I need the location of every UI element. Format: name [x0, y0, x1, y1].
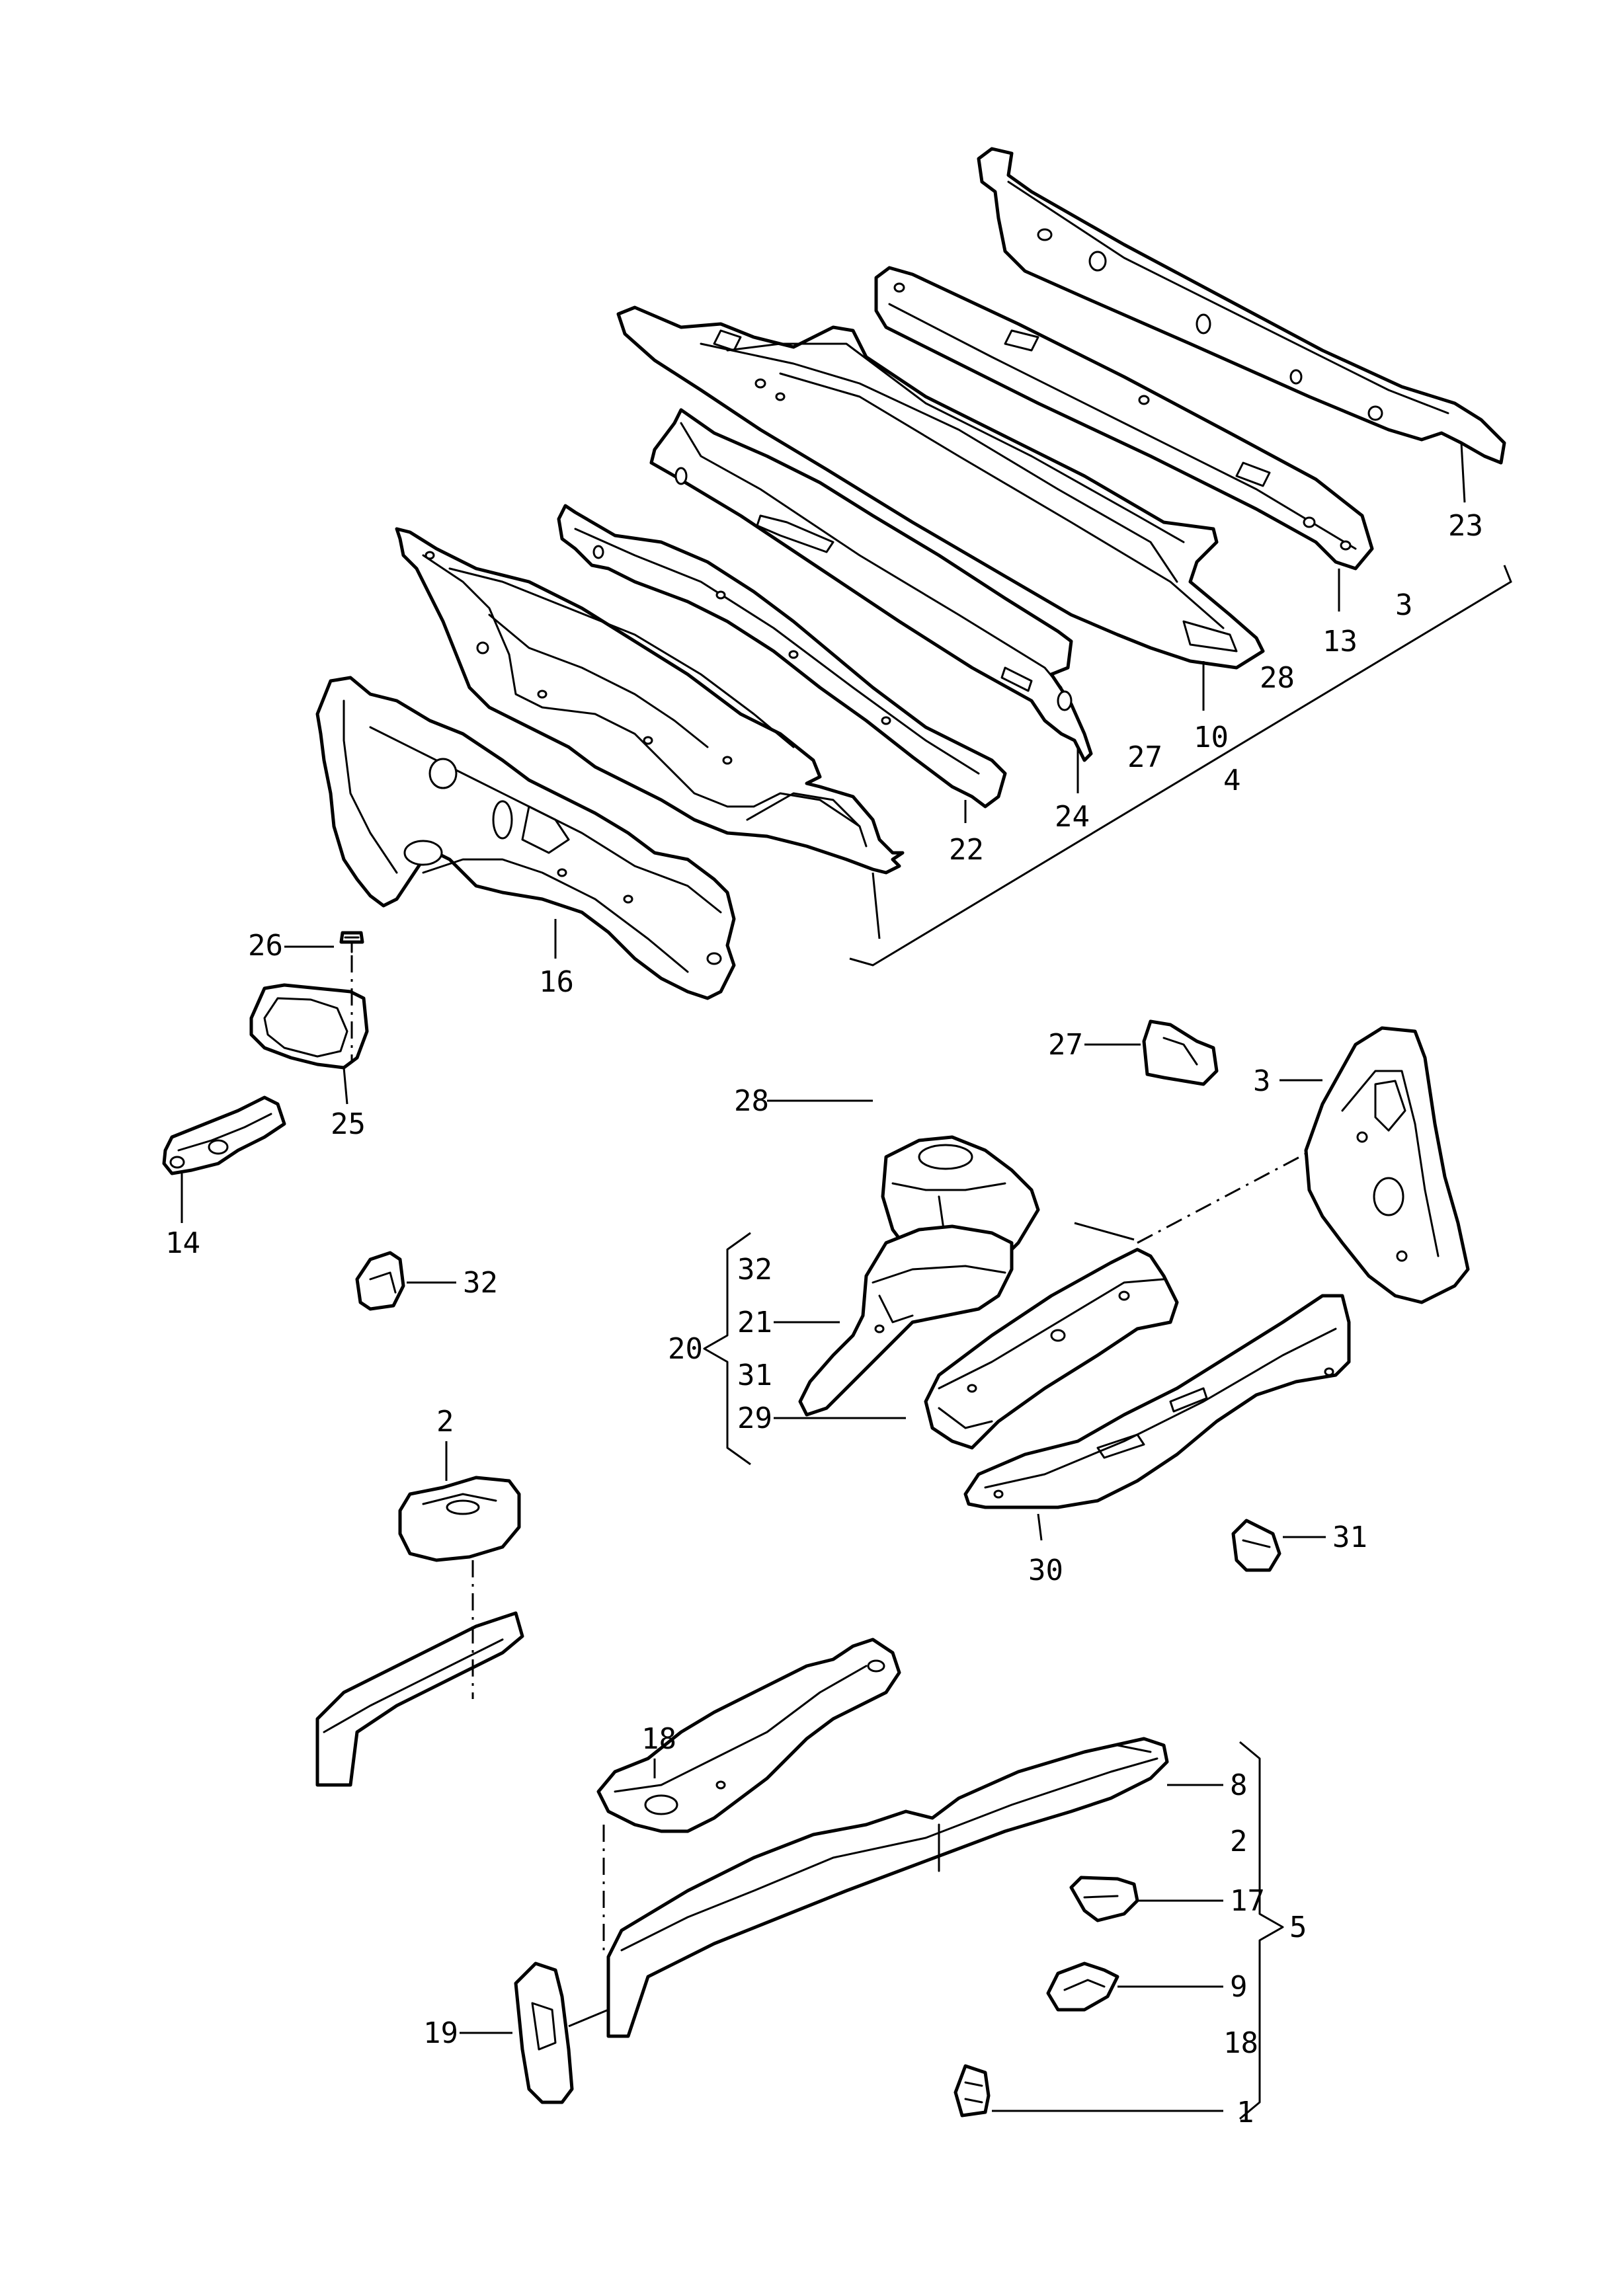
- frame-rail-section[interactable]: [315, 1611, 524, 1787]
- leader-lines: [181, 442, 1512, 2112]
- callout-22: 22: [949, 833, 984, 867]
- callout-9: 9: [1230, 1970, 1248, 2004]
- part-27-bracket[interactable]: [1142, 1019, 1219, 1086]
- callout-28-part: 28: [734, 1084, 769, 1118]
- part-3-side-panel[interactable]: [1304, 1026, 1470, 1304]
- alignment-lines: [350, 955, 1307, 1957]
- part-30-longitudinal-member[interactable]: [963, 1294, 1351, 1509]
- callout-3-list: 3: [1395, 588, 1413, 622]
- callout-21: 21: [737, 1306, 772, 1339]
- callout-26: 26: [248, 929, 283, 963]
- callout-10: 10: [1194, 721, 1229, 754]
- part-14-bracket[interactable]: [162, 1095, 286, 1175]
- callout-18-list: 18: [1223, 2026, 1258, 2060]
- part-16-bulkhead[interactable]: [315, 676, 736, 1000]
- braces: [703, 1232, 1284, 2120]
- part-8-longitudinal-member[interactable]: [606, 1737, 1169, 2038]
- callout-3-part: 3: [1253, 1064, 1271, 1098]
- part-23-cross-member[interactable]: [977, 147, 1506, 465]
- part-9-mount[interactable]: [1046, 1961, 1119, 2012]
- callout-32-part: 32: [463, 1266, 498, 1300]
- callout-labels: 23 13 3 28 10 27 4 24 22 16 26 25 14 32 …: [165, 509, 1483, 2129]
- callout-25: 25: [331, 1107, 366, 1141]
- callout-27-part: 27: [1048, 1028, 1083, 1062]
- part-13-cross-member[interactable]: [874, 266, 1374, 571]
- part-31-clip[interactable]: [1231, 1519, 1281, 1572]
- part-19-plate[interactable]: [514, 1961, 574, 2104]
- callout-19: 19: [423, 2016, 458, 2050]
- callout-8: 8: [1230, 1768, 1248, 1802]
- callout-17: 17: [1230, 1884, 1265, 1918]
- part-32-bracket[interactable]: [355, 1251, 405, 1311]
- callout-2-part: 2: [436, 1405, 454, 1439]
- part-25-cup[interactable]: [249, 983, 369, 1070]
- part-17-bracket[interactable]: [1069, 1876, 1139, 1922]
- callout-27-list: 27: [1127, 740, 1162, 774]
- callout-1: 1: [1237, 2096, 1254, 2129]
- callout-14: 14: [165, 1226, 200, 1260]
- callout-16: 16: [539, 965, 574, 999]
- part-26-screw[interactable]: [339, 931, 364, 953]
- callout-31-part: 31: [1332, 1521, 1367, 1554]
- part-2-bracket[interactable]: [398, 1476, 521, 1562]
- callout-31-list: 31: [737, 1359, 772, 1392]
- callout-20: 20: [668, 1332, 703, 1366]
- callout-4: 4: [1223, 764, 1241, 797]
- callout-5: 5: [1289, 1911, 1307, 1944]
- callout-28-list: 28: [1260, 661, 1295, 695]
- callout-32-list: 32: [737, 1253, 772, 1287]
- callout-23: 23: [1448, 509, 1483, 543]
- part-22-reinforcement[interactable]: [557, 504, 1007, 809]
- callout-24: 24: [1055, 800, 1090, 834]
- callout-13: 13: [1322, 625, 1358, 658]
- callout-30: 30: [1028, 1554, 1063, 1587]
- part-18-reinforcement[interactable]: [596, 1638, 901, 1833]
- callout-18-part: 18: [641, 1722, 676, 1756]
- part-1-bracket[interactable]: [954, 2064, 991, 2118]
- callout-2-list: 2: [1230, 1825, 1248, 1858]
- part-10-plenum-panel[interactable]: [616, 305, 1265, 670]
- part-24-cowl-panel[interactable]: [649, 408, 1093, 762]
- part-4-bulkhead[interactable]: [395, 527, 905, 875]
- part-29-longitudinal-member[interactable]: [924, 1247, 1179, 1450]
- part-21-wheelhouse[interactable]: [798, 1224, 1014, 1417]
- callout-29: 29: [737, 1402, 772, 1435]
